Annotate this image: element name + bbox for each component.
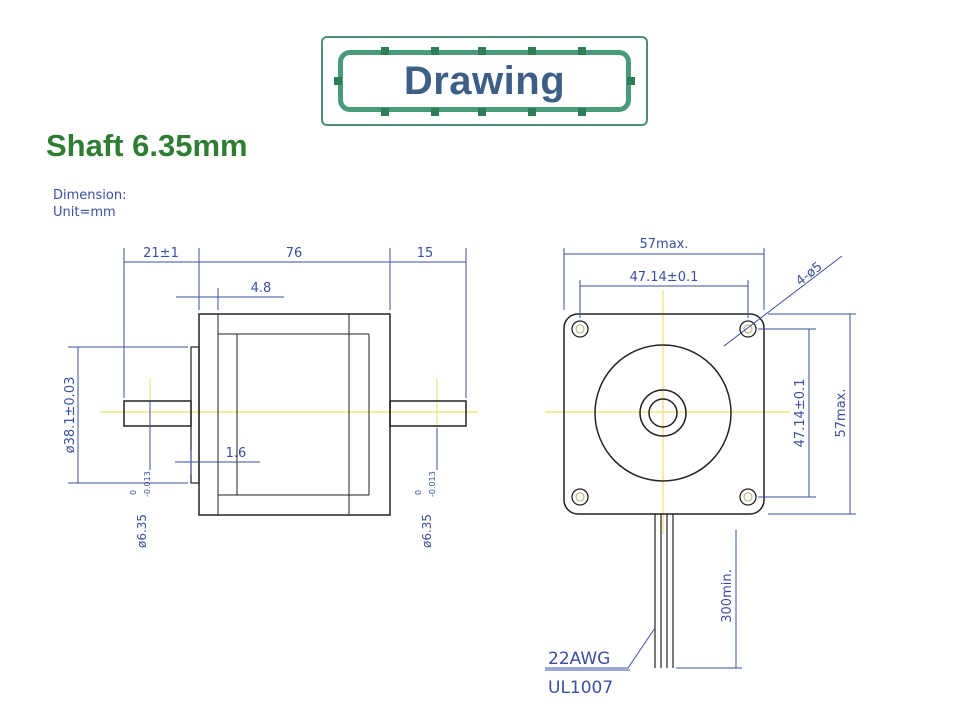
dim-lead-length-label: 300min. bbox=[720, 569, 735, 622]
banner-dot bbox=[478, 47, 486, 55]
boss-circle bbox=[594, 344, 732, 482]
banner-title: Drawing bbox=[403, 58, 566, 103]
dim-height-max-label: 57max. bbox=[834, 389, 849, 438]
banner-dot bbox=[627, 77, 635, 85]
banner-dot bbox=[578, 108, 586, 116]
front-view bbox=[545, 290, 790, 668]
dim-front-shaft-label: 15 bbox=[417, 246, 434, 261]
dim-flange-label: 4.8 bbox=[251, 281, 272, 296]
dim-body-length-label: 76 bbox=[286, 246, 303, 261]
banner-dot bbox=[528, 47, 536, 55]
shaft-subtitle: Shaft 6.35mm bbox=[46, 128, 248, 163]
front-shaft bbox=[389, 400, 467, 427]
side-view bbox=[100, 313, 478, 516]
dim-hole-spacing-v-label: 47.14±0.1 bbox=[793, 379, 808, 448]
side-view-dimensions bbox=[68, 248, 467, 484]
mounting-hole bbox=[571, 320, 589, 338]
unit-note: Unit=mm bbox=[53, 205, 116, 220]
motor-body-outline bbox=[198, 313, 391, 516]
dim-front-shaft-tol-upper: 0 bbox=[414, 490, 423, 495]
dim-hole-spacing-h-label: 47.14±0.1 bbox=[630, 270, 699, 285]
banner-dot bbox=[431, 108, 439, 116]
banner-dot bbox=[431, 47, 439, 55]
dim-boss-diameter-label: ø38.1±0.03 bbox=[63, 377, 78, 454]
motor-boss bbox=[190, 346, 200, 484]
dim-front-shaft-diameter-label: ø6.35 bbox=[420, 514, 434, 548]
mounting-hole-inner bbox=[575, 492, 585, 502]
dim-boss-height-label: 1.6 bbox=[226, 446, 247, 461]
mounting-hole-inner bbox=[743, 324, 753, 334]
dimension-note: Dimension: bbox=[53, 188, 126, 203]
front-view-dimensions bbox=[545, 248, 856, 671]
mounting-hole bbox=[739, 488, 757, 506]
rear-shaft bbox=[123, 400, 192, 427]
dim-front-shaft-tol-lower: -0.013 bbox=[428, 471, 437, 497]
wire-type-label: UL1007 bbox=[548, 678, 613, 698]
banner-dot bbox=[528, 108, 536, 116]
banner-dot bbox=[578, 47, 586, 55]
mounting-hole-inner bbox=[575, 324, 585, 334]
mounting-hole bbox=[739, 320, 757, 338]
mounting-hole-inner bbox=[743, 492, 753, 502]
banner-dot bbox=[478, 108, 486, 116]
dim-rear-shaft-diameter-label: ø6.35 bbox=[135, 514, 149, 548]
wire-gauge-label: 22AWG bbox=[548, 649, 610, 669]
title-banner: Drawing bbox=[321, 36, 648, 126]
front-face-outline bbox=[563, 313, 765, 515]
shaft-circle bbox=[648, 398, 678, 428]
banner-dot bbox=[381, 47, 389, 55]
dim-width-max-label: 57max. bbox=[640, 237, 689, 252]
bearing-circle bbox=[639, 389, 687, 437]
dim-holes-label: 4-ø5 bbox=[793, 259, 825, 289]
banner-dot bbox=[381, 108, 389, 116]
dim-rear-shaft-label: 21±1 bbox=[143, 246, 179, 261]
dim-rear-shaft-tol-lower: -0.013 bbox=[143, 471, 152, 497]
mounting-hole bbox=[571, 488, 589, 506]
banner-dot bbox=[334, 77, 342, 85]
dim-rear-shaft-tol-upper: 0 bbox=[129, 490, 138, 495]
